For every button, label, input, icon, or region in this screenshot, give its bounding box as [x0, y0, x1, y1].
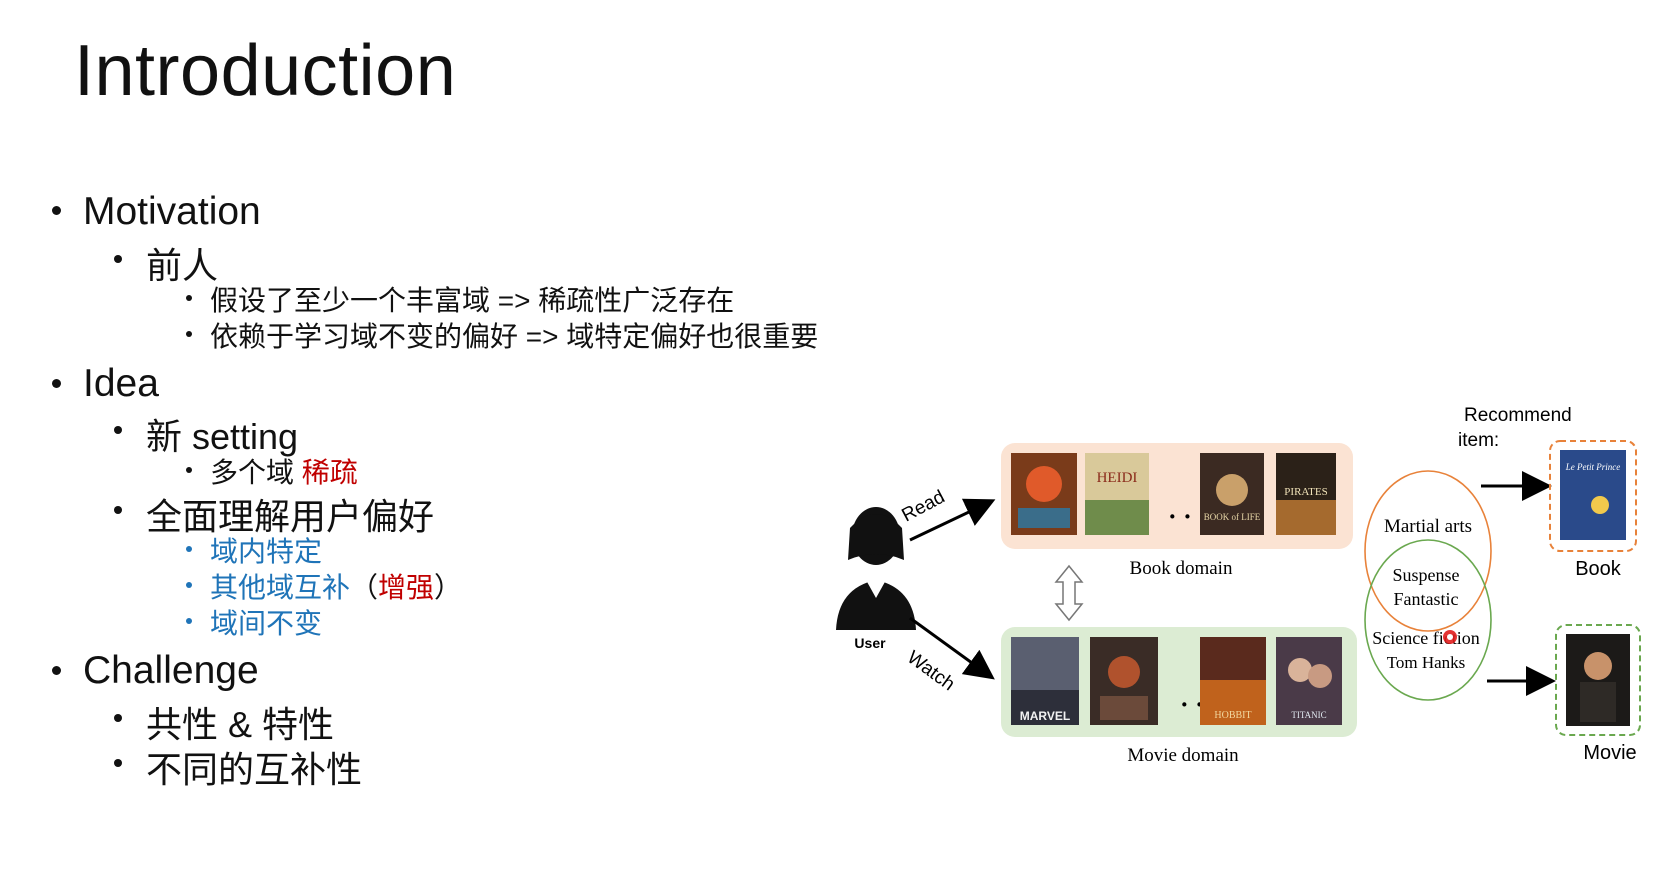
page-title: Introduction	[74, 31, 457, 111]
idea-intra-specific: 域内特定	[210, 536, 323, 567]
multi-domain-emphasis: 稀疏	[301, 457, 358, 488]
bullet-dot	[114, 759, 122, 767]
bullet-dot	[52, 666, 61, 675]
recommended-book-title: Le Petit Prince	[1565, 462, 1620, 472]
multi-domain-prefix: 多个域	[210, 457, 295, 488]
bullet-dot	[114, 714, 122, 722]
idea-other-complement: 其他域互补（增强）	[210, 566, 462, 606]
movie-interest-ellipse	[1364, 539, 1492, 701]
bullet-dot	[52, 379, 61, 388]
genre-mid-1: Suspense	[1393, 565, 1460, 585]
paren-open: （	[350, 572, 379, 603]
book-cover-title: PIRATES	[1284, 486, 1327, 498]
user-icon	[836, 507, 916, 630]
challenge-heading: Challenge	[83, 649, 259, 692]
genre-bottom-1: Science fiction	[1372, 628, 1479, 648]
idea-heading: Idea	[83, 362, 159, 405]
book-interest-ellipse	[1364, 470, 1492, 632]
motivation-point-2: 依赖于学习域不变的偏好 => 域特定偏好也很重要	[210, 321, 819, 352]
movie-cover	[1276, 637, 1342, 725]
bullet-dot	[186, 582, 192, 588]
bullet-dot	[186, 467, 192, 473]
bullet-dot	[114, 506, 122, 514]
bullet-dot	[114, 255, 122, 263]
recommended-book-cover	[1560, 450, 1626, 540]
recommended-movie-frame	[1555, 624, 1641, 736]
recommended-book-frame	[1549, 440, 1637, 552]
bullet-dot	[186, 618, 192, 624]
genre-bottom-2: Tom Hanks	[1387, 653, 1466, 672]
bullet-dot	[186, 546, 192, 552]
motivation-heading: Motivation	[83, 190, 261, 233]
motivation-point-1: 假设了至少一个丰富域 => 稀疏性广泛存在	[210, 285, 735, 316]
book-cover-title: BOOK of LIFE	[1204, 512, 1261, 522]
challenge-point-1: 共性 & 特性	[146, 704, 335, 745]
bullet-dot	[114, 426, 122, 434]
user-label: User	[854, 635, 886, 651]
genre-top: Martial arts	[1384, 516, 1472, 537]
recommend-label-1: Recommend	[1464, 405, 1572, 426]
idea-full-understanding: 全面理解用户偏好	[146, 496, 435, 537]
motivation-sub: 前人	[146, 245, 219, 286]
watch-arrow	[909, 616, 995, 680]
movie-cover-title: MARVEL	[1020, 709, 1070, 723]
paren-close: ）	[434, 572, 463, 603]
bullet-dot	[186, 295, 192, 301]
idea-new-setting: 新 setting	[146, 416, 299, 457]
recommend-label-2: item:	[1458, 430, 1499, 451]
challenge-point-2: 不同的互补性	[146, 749, 363, 790]
other-complement-prefix: 其他域互补	[210, 572, 351, 603]
genre-mid-2: Fantastic	[1394, 589, 1459, 609]
movie-cover-title: TITANIC	[1291, 710, 1326, 720]
recommended-book-label: Book	[1575, 558, 1622, 580]
book-cover-title: HEIDI	[1097, 470, 1138, 486]
idea-multi-domain: 多个域 稀疏	[210, 451, 358, 491]
read-label: Read	[898, 487, 948, 527]
movie-cover-title: HOBBIT	[1214, 710, 1251, 721]
bidirectional-arrow-icon	[1054, 564, 1084, 622]
idea-cross-invariant: 域间不变	[210, 608, 323, 639]
bullet-dot	[52, 206, 61, 215]
read-arrow	[909, 498, 996, 542]
movie-domain-label: Movie domain	[1127, 745, 1239, 766]
bullet-dot	[186, 331, 192, 337]
recommended-movie-label: Movie	[1583, 742, 1636, 764]
other-complement-emphasis: 增强	[378, 572, 435, 603]
book-domain-label: Book domain	[1130, 558, 1233, 579]
watch-label: Watch	[903, 647, 958, 695]
